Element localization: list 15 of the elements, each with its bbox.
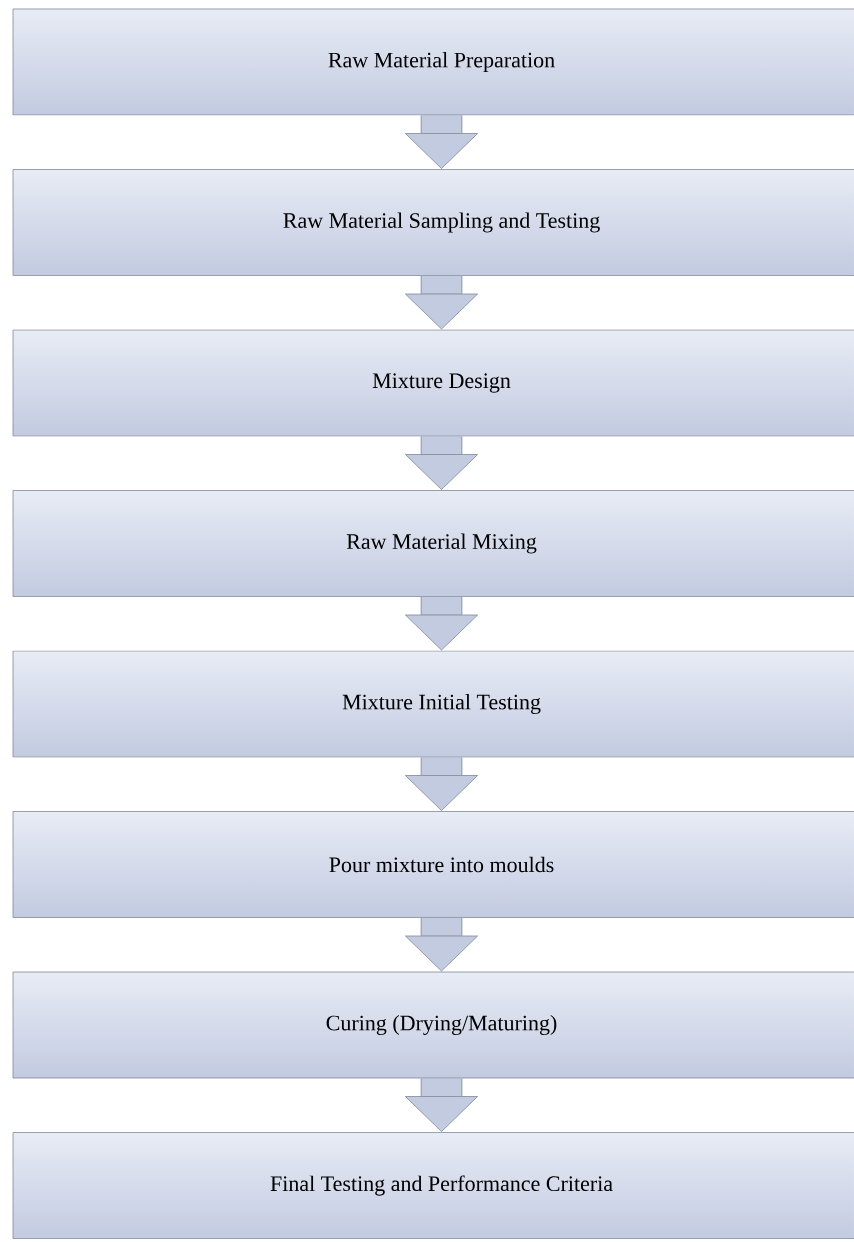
block-arrow xyxy=(405,757,478,811)
process-box: Curing (Drying/Maturing) xyxy=(12,971,854,1079)
block-arrow xyxy=(405,596,478,651)
process-box: Raw Material Sampling and Testing xyxy=(12,169,854,276)
process-box: Mixture Initial Testing xyxy=(12,650,854,758)
process-box: Raw Material Preparation xyxy=(12,8,854,116)
block-arrow xyxy=(405,917,478,972)
process-box: Final Testing and Performance Criteria xyxy=(12,1132,854,1239)
process-box: Pour mixture into moulds xyxy=(12,811,854,918)
process-box: Raw Material Mixing xyxy=(12,490,854,597)
block-arrow xyxy=(405,436,478,490)
block-arrow xyxy=(405,115,478,169)
block-arrow xyxy=(405,1078,478,1132)
block-arrow xyxy=(405,275,478,330)
process-box: Mixture Design xyxy=(12,329,854,437)
